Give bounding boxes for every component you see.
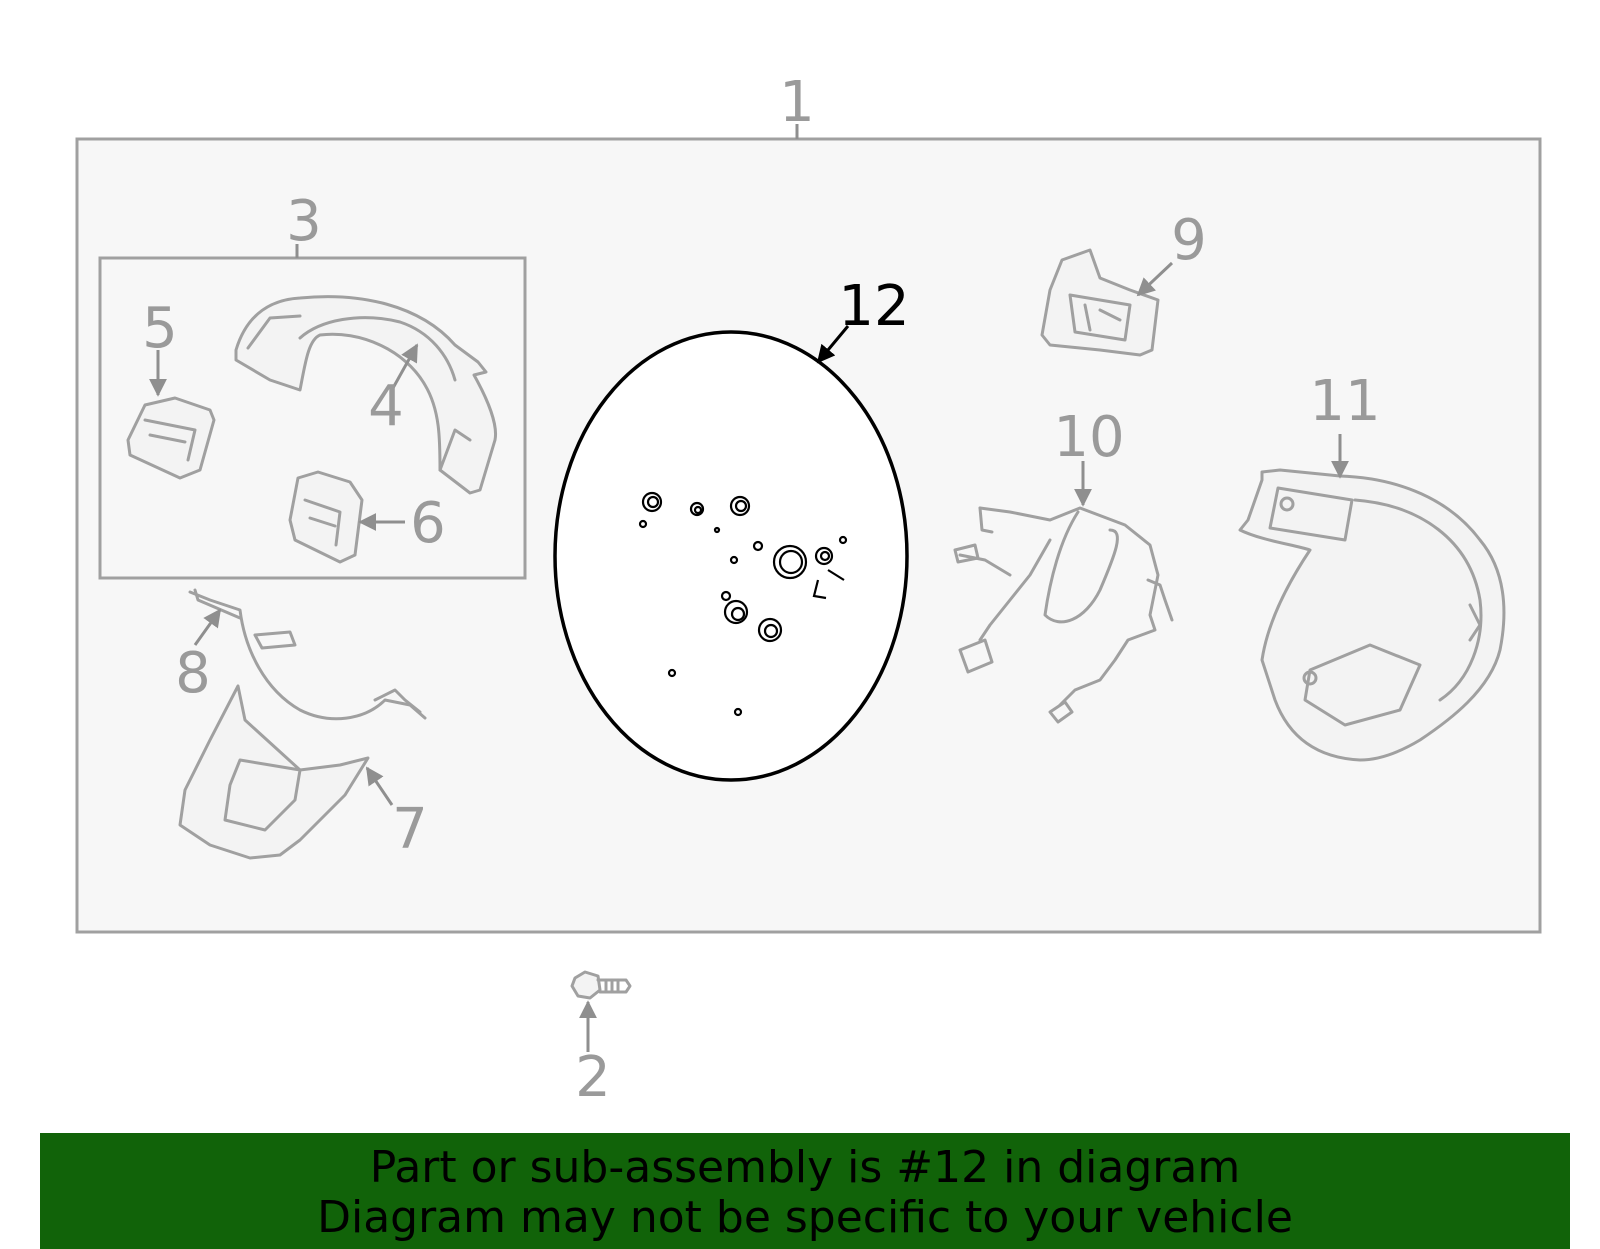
callout-4-leader <box>391 343 419 389</box>
callout-7-leader <box>365 766 394 806</box>
part-5-switch <box>126 396 216 480</box>
sub-assembly-box <box>98 256 527 580</box>
callout-11: 11 <box>1309 369 1380 434</box>
part-6-switch <box>288 470 364 564</box>
callout-12-leader <box>816 325 850 364</box>
callout-8-leader <box>193 608 222 646</box>
callout-7: 7 <box>392 797 428 862</box>
callout-12: 12 <box>838 274 909 339</box>
part-7-lower-cover <box>178 684 370 860</box>
info-banner: Part or sub-assembly is #12 in diagram D… <box>40 1133 1570 1249</box>
callout-3: 3 <box>286 189 322 254</box>
callout-5: 5 <box>142 296 178 361</box>
part-8-harness <box>188 588 427 721</box>
callout-1: 1 <box>779 70 815 135</box>
part-10-harness <box>953 506 1174 724</box>
banner-part-note: Part or sub-assembly is #12 in diagram <box>369 1142 1241 1193</box>
part-12-wheel <box>553 330 909 782</box>
callout-9: 9 <box>1171 208 1207 273</box>
banner-disclaimer: Diagram may not be specific to your vehi… <box>317 1192 1293 1243</box>
callout-8: 8 <box>175 641 211 706</box>
callout-4: 4 <box>368 374 404 439</box>
part-4-bezel <box>234 295 498 495</box>
part-2-bolt <box>570 970 632 1000</box>
part-9-switch <box>1040 248 1160 357</box>
callout-6: 6 <box>410 491 446 556</box>
part-11-rear-cover <box>1238 468 1506 762</box>
callout-10: 10 <box>1053 405 1124 470</box>
callout-9-leader <box>1136 261 1174 297</box>
callout-2: 2 <box>575 1045 611 1110</box>
